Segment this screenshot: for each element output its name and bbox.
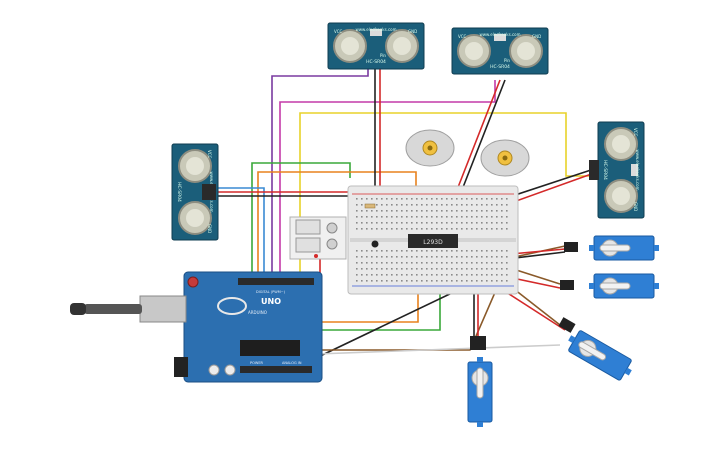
wire-black-top2: [459, 79, 506, 196]
usb-port: [139, 295, 187, 323]
svg-text:www.elecfreaks.com: www.elecfreaks.com: [479, 32, 520, 37]
servo-1: [588, 235, 660, 261]
servo-2: [588, 273, 660, 299]
driver-chip: L293D: [408, 234, 458, 248]
ultrasonic-sensor-top-left: www.elecfreaks.com HC-SR04 VCC GND Pin: [327, 22, 425, 70]
wire-white: [289, 344, 561, 356]
relay-module: [289, 216, 347, 260]
wire-red-top2: [454, 79, 501, 196]
svg-text:DIGITAL (PWM~): DIGITAL (PWM~): [256, 290, 286, 294]
arduino-uno: UNO ARDUINO DIGITAL (PWM~) POWER ANALOG …: [139, 271, 323, 383]
wire-black-sensor-left: [216, 190, 361, 197]
svg-text:GND: GND: [207, 224, 212, 233]
reset-button[interactable]: [187, 276, 199, 288]
arduino-brand: ARDUINO: [248, 310, 267, 315]
svg-text:VCC: VCC: [207, 150, 212, 159]
svg-text:HC-SR04: HC-SR04: [176, 182, 182, 202]
servo-4: [467, 356, 493, 428]
arduino-logo: UNO: [261, 297, 281, 306]
svg-text:VCC: VCC: [334, 29, 343, 34]
push-button[interactable]: [371, 240, 379, 248]
svg-text:GND: GND: [532, 34, 541, 39]
svg-text:www.elecfreaks.com: www.elecfreaks.com: [355, 27, 396, 32]
svg-text:GND: GND: [633, 202, 638, 211]
svg-text:HC-SR04: HC-SR04: [366, 59, 386, 65]
dc-motor-2: [480, 139, 530, 177]
svg-text:Pin: Pin: [380, 53, 386, 58]
svg-text:GND: GND: [408, 29, 417, 34]
resistor: [364, 203, 376, 209]
dc-motor-1: [405, 129, 455, 167]
breadboard-holes: [356, 198, 508, 282]
wire-green: [251, 162, 351, 278]
ultrasonic-sensor-right: www.elecfreaks.com HC-SR04 VCC GND: [597, 121, 645, 219]
svg-text:HC-SR04: HC-SR04: [602, 160, 608, 180]
wire-blue: [216, 187, 265, 278]
ultrasonic-sensor-top-right: www.elecfreaks.com HC-SR04 VCC GND Pin: [451, 27, 549, 75]
svg-text:www.elecfreaks.com: www.elecfreaks.com: [635, 149, 640, 190]
sensor-right-header: [589, 160, 599, 180]
svg-text:POWER: POWER: [250, 361, 264, 365]
sensor-left-header: [202, 184, 216, 200]
wires: [216, 66, 598, 381]
svg-text:VCC: VCC: [458, 34, 467, 39]
driver-chip-label: L293D: [423, 239, 443, 246]
svg-text:HC-SR04: HC-SR04: [490, 64, 510, 70]
usb-cable: [70, 303, 142, 315]
svg-text:VCC: VCC: [633, 128, 638, 137]
wire-yellow: [299, 112, 597, 278]
servo-3: [563, 327, 637, 384]
servo-connectors: [470, 242, 578, 350]
svg-text:ANALOG IN: ANALOG IN: [282, 361, 302, 365]
wire-purple: [271, 66, 369, 278]
wire-red-right: [504, 171, 598, 206]
svg-text:Pin: Pin: [504, 58, 510, 63]
